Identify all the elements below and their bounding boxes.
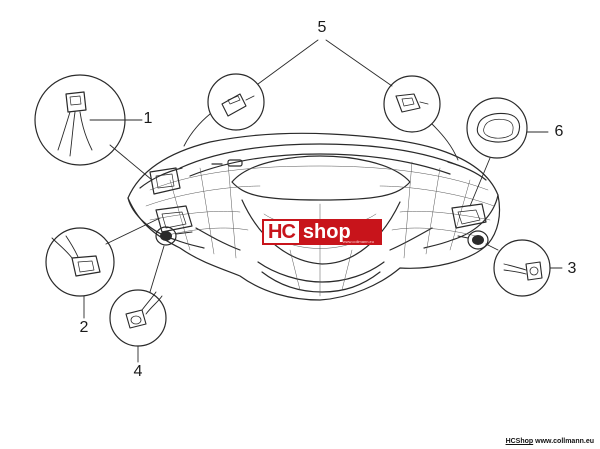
callout-number-1: 1 bbox=[143, 110, 153, 127]
callout-number-2: 2 bbox=[79, 319, 89, 336]
callout-number-5: 5 bbox=[317, 19, 327, 36]
callout-number-3: 3 bbox=[567, 260, 577, 277]
detail-circle-part-1 bbox=[34, 74, 153, 181]
detail-circle-part-5-right bbox=[383, 75, 459, 161]
detail-circle-part-3 bbox=[485, 239, 563, 297]
detail-circle-part-6 bbox=[466, 97, 549, 207]
logo-shop-block: shop www.collmann.eu bbox=[298, 219, 382, 245]
leaders-part-5 bbox=[257, 39, 393, 87]
right-connector-seat bbox=[457, 230, 489, 250]
detail-circle-part-5-left bbox=[183, 73, 265, 147]
logo-shop-text: shop bbox=[302, 220, 351, 243]
logo-hc-text: HC bbox=[262, 219, 299, 245]
logo-small-url: www.collmann.eu bbox=[342, 239, 374, 244]
left-switch-seat-upper bbox=[149, 167, 181, 195]
callout-number-4: 4 bbox=[133, 363, 143, 380]
left-connector-seat bbox=[155, 226, 193, 246]
footer-credit: HCShop www.collmann.eu bbox=[506, 438, 594, 445]
hcshop-logo: HC shop www.collmann.eu bbox=[262, 219, 382, 245]
right-switch-seat bbox=[451, 203, 487, 229]
left-switch-seat-lower bbox=[155, 205, 193, 233]
callout-number-6: 6 bbox=[554, 123, 564, 140]
detail-circle-part-2 bbox=[45, 217, 161, 319]
detail-circle-part-4 bbox=[109, 245, 167, 363]
footer-brand: HCShop bbox=[505, 438, 534, 445]
footer-url: www.collmann.eu bbox=[535, 438, 594, 445]
